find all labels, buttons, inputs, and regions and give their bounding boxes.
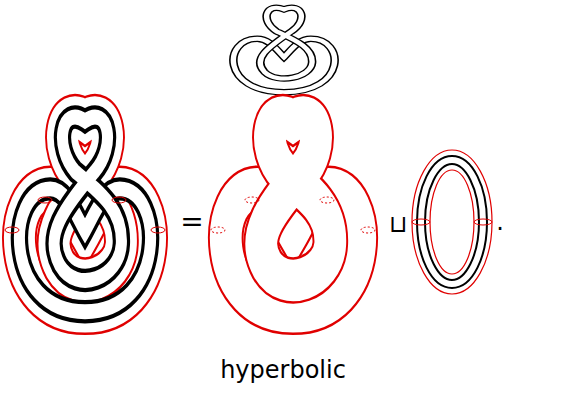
knot-with-tori bbox=[19, 117, 150, 312]
satellite-knot bbox=[233, 8, 334, 92]
solid-torus-piece bbox=[412, 150, 492, 294]
caption-label: hyperbolic bbox=[220, 358, 346, 382]
disjoint-union-symbol: ⊔ bbox=[389, 212, 408, 236]
period-mark: . bbox=[496, 210, 504, 234]
equals-sign: = bbox=[180, 208, 203, 236]
meridian-disks bbox=[5, 197, 165, 233]
knotted-tube bbox=[226, 117, 360, 312]
meridian-disks bbox=[211, 197, 375, 233]
